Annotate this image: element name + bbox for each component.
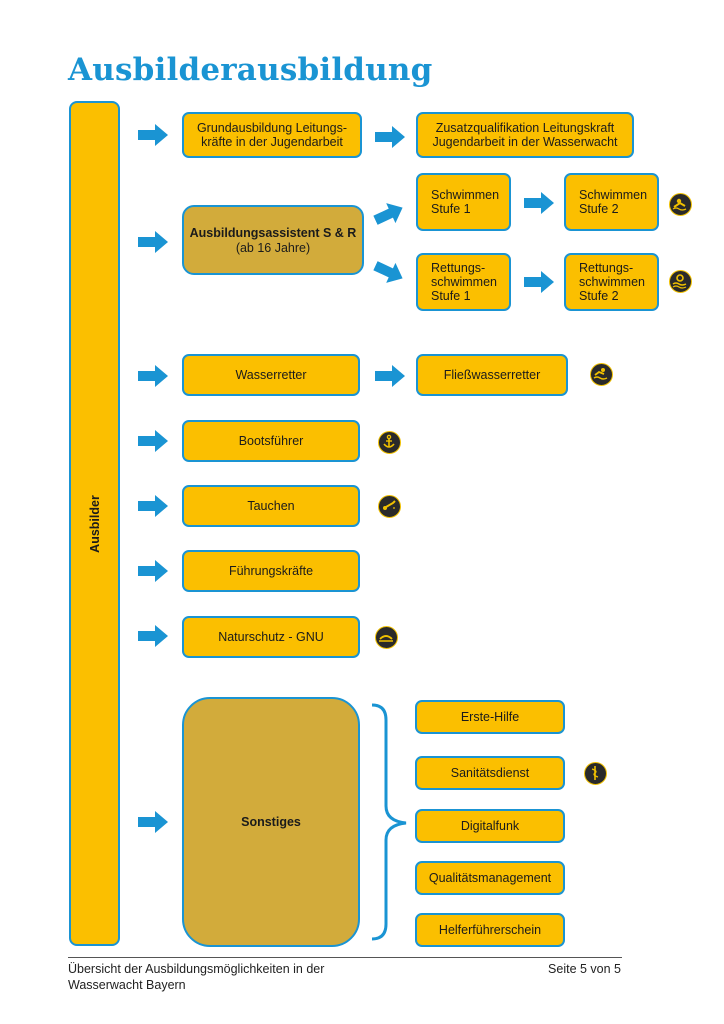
- box-sonstiges: Sonstiges: [182, 697, 360, 947]
- box-fliesswasserretter: Fließwasserretter: [416, 354, 568, 396]
- arrow-right-icon: [524, 192, 554, 214]
- footer-description: Übersicht der Ausbildungsmöglichkeiten i…: [68, 962, 325, 992]
- box-schwimmen-stufe-2: Schwimmen Stufe 2: [564, 173, 659, 231]
- page-title: Ausbilderausbildung: [68, 52, 433, 88]
- box-rettungsschwimmen-stufe-1: Rettungs- schwimmen Stufe 1: [416, 253, 511, 311]
- river-rescue-icon: [590, 363, 613, 386]
- arrow-right-icon: [138, 365, 168, 387]
- arrow-right-icon: [138, 430, 168, 452]
- box-digitalfunk: Digitalfunk: [415, 809, 565, 843]
- box-ausbildungsassistent: Ausbildungsassistent S & R (ab 16 Jahre): [182, 205, 364, 275]
- box-naturschutz: Naturschutz - GNU: [182, 616, 360, 658]
- box-wasserretter: Wasserretter: [182, 354, 360, 396]
- nature-icon: [375, 626, 398, 649]
- diver-icon: [378, 495, 401, 518]
- assistent-subtitle: (ab 16 Jahre): [235, 240, 311, 255]
- box-tauchen: Tauchen: [182, 485, 360, 527]
- assistent-title: Ausbildungsassistent S & R: [189, 225, 357, 240]
- footer-divider: [68, 957, 622, 958]
- box-grundausbildung: Grundausbildung Leitungs- kräfte in der …: [182, 112, 362, 158]
- swimmer-icon: [669, 193, 692, 216]
- medical-staff-icon: [584, 762, 607, 785]
- arrow-right-icon: [375, 126, 405, 148]
- box-zusatzqualifikation: Zusatzqualifikation Leitungskraft Jugend…: [416, 112, 634, 158]
- arrow-right-icon: [138, 495, 168, 517]
- box-sanitaetsdienst: Sanitätsdienst: [415, 756, 565, 790]
- lifeguard-icon: [669, 270, 692, 293]
- box-qualitaetsmanagement: Qualitätsmanagement: [415, 861, 565, 895]
- box-bootsfuehrer: Bootsführer: [182, 420, 360, 462]
- arrow-right-icon: [524, 271, 554, 293]
- arrow-right-icon: [138, 231, 168, 253]
- curly-brace-icon: [366, 702, 412, 947]
- box-schwimmen-stufe-1: Schwimmen Stufe 1: [416, 173, 511, 231]
- arrow-right-icon: [138, 560, 168, 582]
- arrow-right-icon: [375, 365, 405, 387]
- box-fuehrungskraefte: Führungskräfte: [182, 550, 360, 592]
- sidebar-ausbilder: Ausbilder: [69, 101, 120, 946]
- anchor-icon: [378, 431, 401, 454]
- arrow-right-icon: [138, 124, 168, 146]
- box-helferfuehrerschein: Helferführerschein: [415, 913, 565, 947]
- arrow-right-icon: [138, 811, 168, 833]
- arrow-up-right-icon: [371, 198, 407, 231]
- sidebar-label: Ausbilder: [87, 494, 102, 553]
- box-erste-hilfe: Erste-Hilfe: [415, 700, 565, 734]
- box-rettungsschwimmen-stufe-2: Rettungs- schwimmen Stufe 2: [564, 253, 659, 311]
- arrow-right-icon: [138, 625, 168, 647]
- arrow-down-right-icon: [371, 256, 407, 289]
- page-number: Seite 5 von 5: [548, 962, 621, 976]
